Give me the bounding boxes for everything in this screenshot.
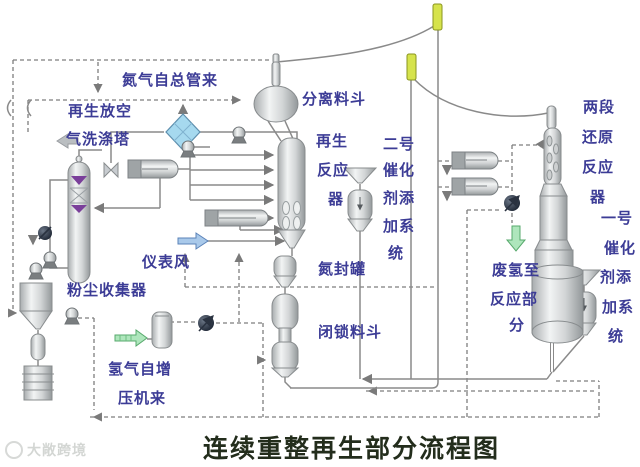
label-lock-hopper: 闭锁料斗 — [318, 323, 383, 341]
heater — [204, 209, 269, 227]
label-h2-booster-line1: 氢气自增 — [108, 360, 173, 378]
pump — [64, 307, 80, 325]
heater — [451, 151, 499, 170]
label-no2-catalyst: 二号 — [383, 135, 416, 153]
heater — [127, 159, 179, 179]
heaters — [127, 151, 499, 227]
pump — [231, 126, 247, 144]
regeneration-reactor — [277, 137, 306, 249]
pump — [180, 140, 196, 158]
spray-nozzle-valve — [103, 161, 119, 179]
no2-catalyst-hopper — [342, 167, 378, 232]
tower-distributor — [71, 176, 87, 185]
washing-tower — [67, 155, 91, 284]
waste-hydrogen-arrow — [505, 225, 527, 252]
label-no1-catalyst: 催化 — [604, 239, 637, 257]
flow-arrows — [56, 133, 527, 347]
label-no2-catalyst: 催化 — [383, 161, 416, 179]
label-waste-h2: 反应部 — [490, 290, 539, 308]
label-no2-catalyst: 剂添 — [383, 189, 416, 207]
label-no1-catalyst: 统 — [608, 327, 625, 345]
label-no1-catalyst: 剂添 — [600, 268, 633, 286]
hydrogen-inlet-arrow — [114, 329, 148, 347]
label-no1-catalyst: 一号 — [601, 209, 634, 227]
lift-capsules — [406, 3, 443, 81]
label-h2-booster-line2: 压机来 — [118, 389, 167, 407]
label-regen-reactor: 再生 — [316, 132, 349, 150]
pump — [42, 251, 58, 269]
separation-hopper-vessel — [253, 53, 299, 123]
nitrogen-seal-tank-vessel — [273, 255, 297, 288]
label-two-stage-reactor: 反应 — [582, 158, 615, 176]
pump — [28, 262, 44, 280]
label-regen-vent-line1: 再生放空 — [68, 102, 133, 120]
watermark-logo-icon — [5, 441, 23, 459]
instrument-air-arrow — [177, 232, 209, 250]
label-waste-h2: 分 — [509, 316, 526, 334]
dust-collector-vessel — [18, 282, 54, 401]
lift-capsule — [432, 3, 443, 31]
lock-hopper-vessel — [270, 293, 300, 378]
heater — [451, 177, 499, 196]
hydrogen-inlet-vessel — [151, 311, 173, 349]
label-two-stage-reactor: 器 — [590, 188, 607, 206]
diagram-title: 连续重整再生部分流程图 — [203, 429, 500, 467]
tower-packing — [69, 187, 89, 204]
label-regen-reactor: 器 — [328, 190, 345, 208]
label-no2-catalyst: 加系 — [383, 217, 416, 235]
label-no2-catalyst: 统 — [388, 244, 405, 262]
lift-capsule — [406, 53, 417, 81]
dust-drum — [23, 365, 53, 401]
label-two-stage-reactor: 两段 — [583, 98, 616, 116]
tower-distributor — [71, 205, 87, 213]
dashed-nitrogen-piping — [8, 59, 600, 422]
watermark: 大敞跨境 — [5, 440, 87, 460]
label-regen-reactor: 反应 — [317, 161, 350, 179]
vent-gas-arrow — [56, 133, 79, 149]
reduction-reactor — [531, 105, 584, 344]
process-piping — [6, 25, 585, 389]
label-no1-catalyst: 加系 — [602, 298, 635, 316]
pumps — [28, 126, 247, 325]
label-separation-hopper: 分离料斗 — [302, 90, 367, 108]
label-instrument-air: 仪表风 — [142, 253, 191, 271]
label-dust-collector: 粉尘收集器 — [67, 281, 148, 299]
label-nitrogen-header: 氮气自总管来 — [122, 71, 219, 89]
control-valves — [38, 194, 520, 332]
label-n2-seal-tank: 氮封罐 — [318, 260, 367, 278]
label-regen-vent-line2: 气洗涤塔 — [66, 130, 131, 148]
label-two-stage-reactor: 还原 — [582, 128, 615, 146]
watermark-text: 大敞跨境 — [27, 443, 87, 459]
label-waste-h2: 废氢至 — [492, 261, 541, 279]
